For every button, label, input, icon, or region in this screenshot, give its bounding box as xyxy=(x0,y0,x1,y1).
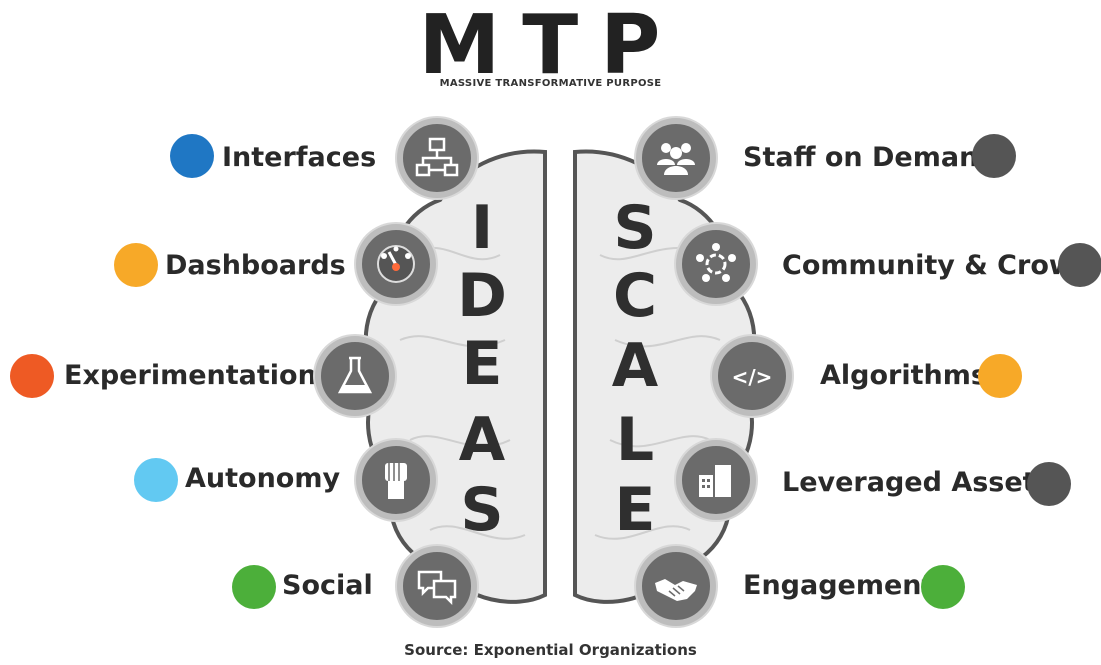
leveraged-assets-icon-badge xyxy=(676,440,756,520)
community-crowd-label: Community & Crowd xyxy=(782,250,1094,281)
leveraged-assets-label: Leveraged Assets xyxy=(782,467,1052,498)
staff-on-demand-icon-badge xyxy=(636,118,716,198)
social-label: Social xyxy=(282,570,373,601)
dashboards-color-dot xyxy=(114,243,158,287)
flowchart-icon xyxy=(415,137,459,177)
social-color-dot xyxy=(232,565,276,609)
scale-letter: S xyxy=(613,193,657,263)
algorithms-icon-badge: </> xyxy=(712,336,792,416)
svg-text:</>: </> xyxy=(732,365,773,389)
ideas-letter: A xyxy=(458,405,506,475)
staff-on-demand-label: Staff on Demand xyxy=(743,142,998,173)
ideas-letter: I xyxy=(470,193,494,263)
algorithms-color-dot xyxy=(978,354,1022,398)
page-subtitle: MASSIVE TRANSFORMATIVE PURPOSE xyxy=(439,78,662,89)
community-crowd-icon-badge xyxy=(676,224,756,304)
rental-building-icon xyxy=(699,465,731,497)
ideas-letter: S xyxy=(460,475,504,545)
scale-letter: C xyxy=(612,261,658,331)
staff-on-demand-color-dot xyxy=(972,134,1016,178)
scale-letter: L xyxy=(615,405,655,475)
autonomy-icon-badge xyxy=(356,440,436,520)
brain-illustration xyxy=(363,149,757,604)
experimentation-color-dot xyxy=(10,354,54,398)
interfaces-icon-badge xyxy=(397,118,477,198)
engagement-color-dot xyxy=(921,565,965,609)
code-brackets-icon: </> xyxy=(732,365,773,389)
scale-letter: E xyxy=(614,475,656,545)
people-group-icon xyxy=(657,143,695,175)
dashboards-label: Dashboards xyxy=(165,250,346,281)
experimentation-icon-badge xyxy=(315,336,395,416)
fist-icon xyxy=(385,463,407,499)
leveraged-assets-color-dot xyxy=(1027,462,1071,506)
engagement-icon-badge xyxy=(636,546,716,626)
interfaces-label: Interfaces xyxy=(222,142,377,173)
handshake-icon xyxy=(655,579,697,601)
interfaces-color-dot xyxy=(170,134,214,178)
source-caption: Source: Exponential Organizations xyxy=(404,641,697,659)
social-icon-badge xyxy=(397,546,477,626)
page-title: MTP xyxy=(418,0,683,93)
autonomy-label: Autonomy xyxy=(185,463,341,494)
autonomy-color-dot xyxy=(134,458,178,502)
ideas-letter: D xyxy=(457,261,507,331)
dashboards-icon-badge xyxy=(356,224,436,304)
flask-icon xyxy=(337,356,373,394)
community-circle-icon xyxy=(696,243,736,282)
ideas-letter: E xyxy=(461,329,503,399)
algorithms-label: Algorithms xyxy=(820,360,987,391)
experimentation-label: Experimentation xyxy=(64,360,317,391)
engagement-label: Engagement xyxy=(743,570,935,601)
chat-bubbles-icon xyxy=(417,570,457,606)
community-crowd-color-dot xyxy=(1058,243,1101,287)
dashboard-gauge-icon xyxy=(377,245,415,283)
scale-letter: A xyxy=(611,331,659,401)
